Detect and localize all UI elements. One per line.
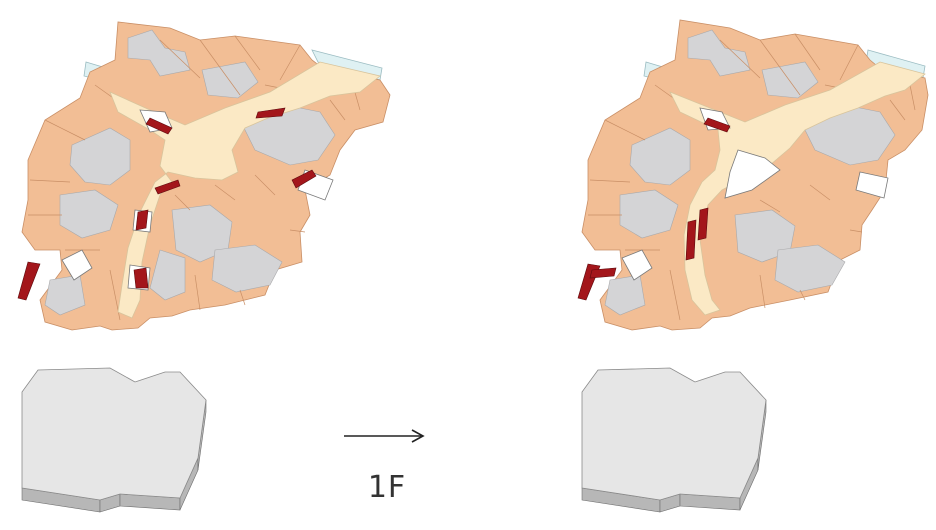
- service-core: [59, 189, 119, 239]
- escalator: [145, 117, 173, 135]
- escalator: [703, 117, 731, 133]
- service-core: [69, 127, 131, 186]
- escalator: [291, 169, 317, 189]
- service-core: [149, 249, 186, 301]
- atrium-void: [61, 249, 93, 281]
- escalator: [17, 261, 41, 301]
- floor-plan-after: [577, 19, 929, 331]
- floor-plan-before: [17, 21, 391, 331]
- escalator: [133, 267, 149, 289]
- service-core: [761, 61, 819, 99]
- corridor: [669, 61, 926, 316]
- service-core: [211, 244, 283, 293]
- service-core: [619, 189, 679, 239]
- service-core: [127, 29, 191, 77]
- floor-label: 1F: [367, 470, 407, 505]
- service-core: [687, 29, 751, 77]
- atrium-void: [621, 249, 653, 281]
- service-core: [629, 127, 691, 186]
- escalator: [589, 267, 617, 279]
- escalator: [685, 219, 697, 261]
- escalator: [697, 207, 709, 241]
- atrium-void: [855, 171, 889, 199]
- escalator: [154, 179, 181, 195]
- arrow-right-icon: [344, 429, 425, 443]
- floor-slab-after: [581, 367, 767, 513]
- escalator: [135, 209, 149, 231]
- service-core: [201, 61, 259, 99]
- atrium-void: [724, 149, 781, 199]
- floor-slab-before: [21, 367, 207, 513]
- service-core: [774, 244, 846, 293]
- escalator: [255, 107, 286, 119]
